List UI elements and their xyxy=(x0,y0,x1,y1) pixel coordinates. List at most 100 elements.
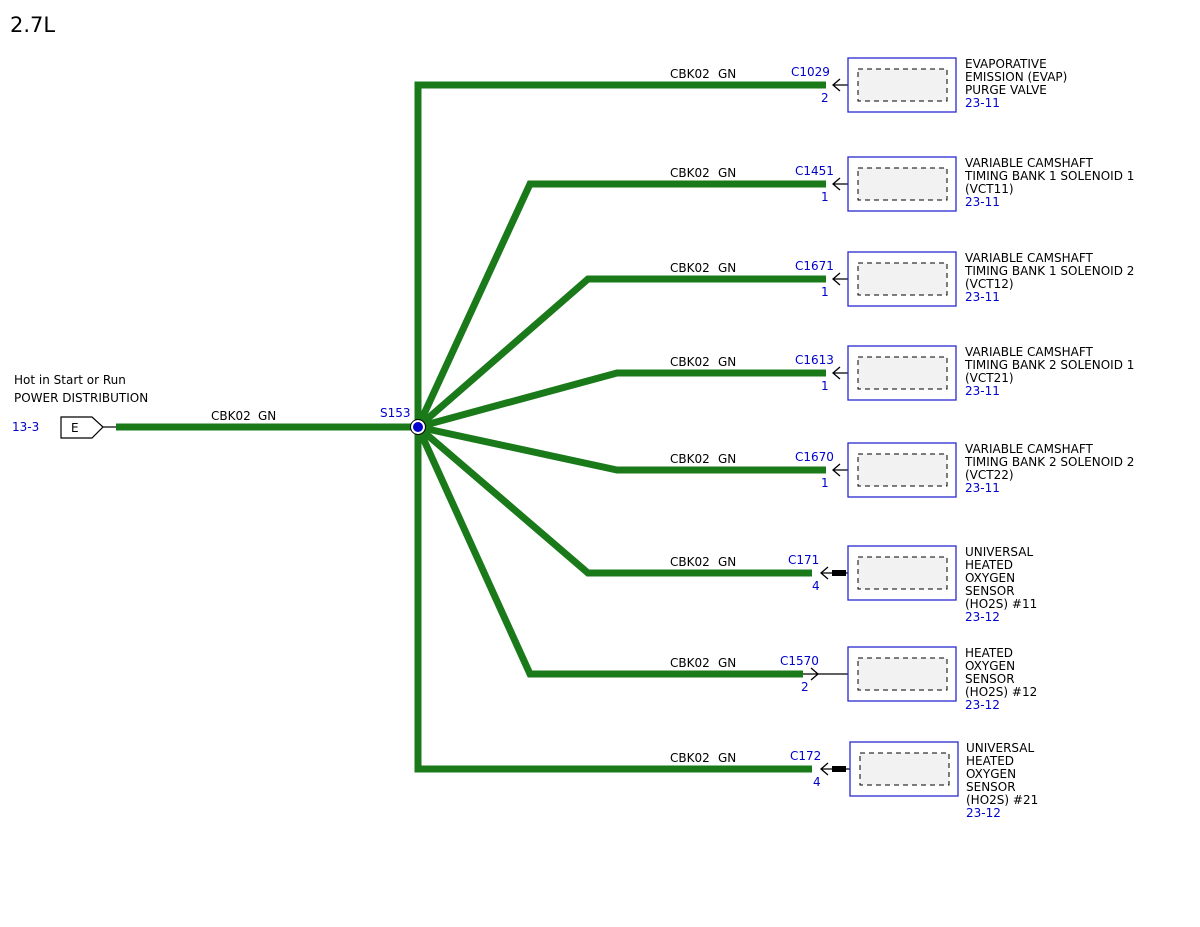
component-label-line: VARIABLE CAMSHAFT xyxy=(965,156,1094,170)
component-label-line: (HO2S) #11 xyxy=(965,597,1037,611)
component-page-ref[interactable]: 23-11 xyxy=(965,290,1000,304)
branch-wire-color: GN xyxy=(718,166,736,180)
branch-wire xyxy=(414,180,826,429)
component-box[interactable] xyxy=(847,57,957,113)
component-label-line: SENSOR xyxy=(965,584,1015,598)
component-box[interactable] xyxy=(847,442,957,498)
component-label-line: TIMING BANK 2 SOLENOID 1 xyxy=(964,358,1134,372)
component-box[interactable] xyxy=(847,545,957,601)
component-label-line: TIMING BANK 1 SOLENOID 2 xyxy=(964,264,1134,278)
component-label-line: SENSOR xyxy=(966,780,1016,794)
pin-number: 1 xyxy=(821,190,829,204)
component-label-line: HEATED xyxy=(965,646,1013,660)
splice-node-ring xyxy=(410,419,426,435)
pin-number: 1 xyxy=(821,379,829,393)
component-label-line: EVAPORATIVE xyxy=(965,57,1047,71)
branch-wire-code: CBK02 xyxy=(670,555,710,569)
component-label-line: VARIABLE CAMSHAFT xyxy=(965,345,1094,359)
pin-number: 2 xyxy=(821,91,829,105)
component-box[interactable] xyxy=(847,345,957,401)
component-label-line: TIMING BANK 2 SOLENOID 2 xyxy=(964,455,1134,469)
component-label-line: (VCT12) xyxy=(965,277,1014,291)
connector-label[interactable]: C1613 xyxy=(795,353,834,367)
pin-number: 1 xyxy=(821,285,829,299)
component-label-line: (VCT22) xyxy=(965,468,1014,482)
component-page-ref[interactable]: 23-11 xyxy=(965,96,1000,110)
branch-wire-color: GN xyxy=(718,555,736,569)
component-label-line: (HO2S) #21 xyxy=(966,793,1038,807)
component-label-line: VARIABLE CAMSHAFT xyxy=(965,442,1094,456)
diagram-title: 2.7L xyxy=(10,13,55,37)
connector-label[interactable]: C1451 xyxy=(795,164,834,178)
connector-label[interactable]: C1670 xyxy=(795,450,834,464)
component-page-ref[interactable]: 23-11 xyxy=(965,195,1000,209)
branch-wire-color: GN xyxy=(718,261,736,275)
splice-node xyxy=(411,420,425,434)
connector-e-icon: E xyxy=(60,416,116,439)
component-label-line: PURGE VALVE xyxy=(965,83,1047,97)
source-connector-label: E xyxy=(71,421,79,435)
component-page-ref[interactable]: 23-11 xyxy=(965,384,1000,398)
component-box[interactable] xyxy=(847,646,957,702)
component-label-line: OXYGEN xyxy=(966,767,1016,781)
splice-s153: S153 xyxy=(380,406,426,435)
branch-wire xyxy=(417,369,826,431)
pin-number: 2 xyxy=(801,680,809,694)
component-label-line: (HO2S) #12 xyxy=(965,685,1037,699)
source-wire-code: CBK02 xyxy=(211,409,251,423)
component-box[interactable] xyxy=(847,251,957,307)
connector-label[interactable]: C1671 xyxy=(795,259,834,273)
branch-wire-color: GN xyxy=(718,452,736,466)
branch-wire xyxy=(417,423,826,474)
component-label-line: TIMING BANK 1 SOLENOID 1 xyxy=(964,169,1134,183)
component-label-line: UNIVERSAL xyxy=(966,741,1034,755)
branch-wire-code: CBK02 xyxy=(670,355,710,369)
component-page-ref[interactable]: 23-11 xyxy=(965,481,1000,495)
branch-wire-color: GN xyxy=(718,67,736,81)
component-label-line: HEATED xyxy=(965,558,1013,572)
pin-number: 1 xyxy=(821,476,829,490)
component-label-line: OXYGEN xyxy=(965,659,1015,673)
component-label-line: OXYGEN xyxy=(965,571,1015,585)
branch-wire-color: GN xyxy=(718,355,736,369)
branch-wire-color: GN xyxy=(718,656,736,670)
component-page-ref[interactable]: 23-12 xyxy=(966,806,1001,820)
power-source: Hot in Start or Run POWER DISTRIBUTION 1… xyxy=(12,373,418,439)
connector-label[interactable]: C1570 xyxy=(780,654,819,668)
component-label-line: (VCT11) xyxy=(965,182,1014,196)
component-box[interactable] xyxy=(849,741,959,797)
branch-wire xyxy=(414,425,803,678)
branch-wire-code: CBK02 xyxy=(670,751,710,765)
component-box[interactable] xyxy=(847,156,957,212)
branch-wire-code: CBK02 xyxy=(670,452,710,466)
component-label-line: VARIABLE CAMSHAFT xyxy=(965,251,1094,265)
pin-number: 4 xyxy=(812,579,820,593)
source-page-ref[interactable]: 13-3 xyxy=(12,420,39,434)
component-label-line: HEATED xyxy=(966,754,1014,768)
connector-label[interactable]: C172 xyxy=(790,749,821,763)
component-label-line: EMISSION (EVAP) xyxy=(965,70,1067,84)
component-label-line: (VCT21) xyxy=(965,371,1014,385)
branch-wire xyxy=(415,275,826,430)
branch-wire-color: GN xyxy=(718,751,736,765)
component-label-line: UNIVERSAL xyxy=(965,545,1033,559)
component-page-ref[interactable]: 23-12 xyxy=(965,610,1000,624)
source-label-line2: POWER DISTRIBUTION xyxy=(14,391,148,405)
branch-wire-code: CBK02 xyxy=(670,656,710,670)
connector-label[interactable]: C171 xyxy=(788,553,819,567)
connector-label[interactable]: C1029 xyxy=(791,65,830,79)
branch-wire-code: CBK02 xyxy=(670,166,710,180)
splice-label: S153 xyxy=(380,406,411,420)
branch-wire-code: CBK02 xyxy=(670,67,710,81)
branch-wire xyxy=(414,81,826,427)
source-label-line1: Hot in Start or Run xyxy=(14,373,126,387)
branch-wire xyxy=(415,424,812,577)
source-wire-color: GN xyxy=(258,409,276,423)
branch-wire xyxy=(414,427,812,773)
component-label-line: SENSOR xyxy=(965,672,1015,686)
component-page-ref[interactable]: 23-12 xyxy=(965,698,1000,712)
pin-number: 4 xyxy=(813,775,821,789)
branch-wire-code: CBK02 xyxy=(670,261,710,275)
